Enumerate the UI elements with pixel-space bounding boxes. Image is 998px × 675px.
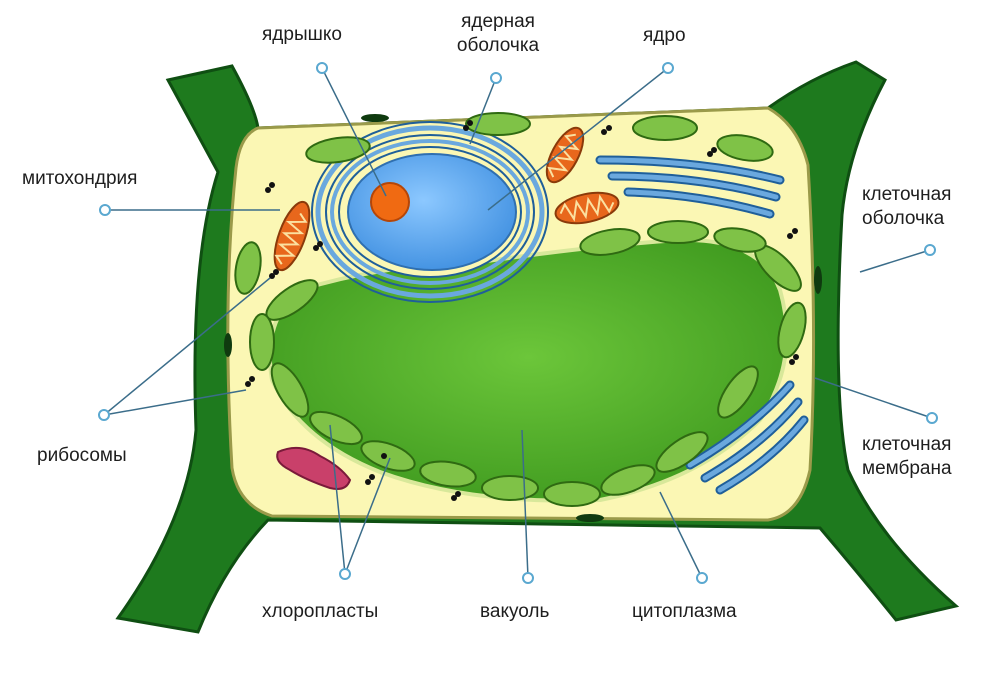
label-nuclear-envelope: ядерная оболочка bbox=[430, 10, 566, 58]
label-chloroplasts: хлоропласты bbox=[262, 601, 379, 622]
label-cell-membrane: клеточная мембрана bbox=[862, 433, 952, 481]
nucleus-group bbox=[311, 121, 549, 303]
ribosomes bbox=[245, 120, 799, 501]
label-cell-membrane-line1: клеточная bbox=[862, 434, 952, 455]
label-cell-wall-line2: оболочка bbox=[862, 208, 945, 229]
chloroplasts bbox=[234, 112, 807, 507]
label-cell-membrane-line2: мембрана bbox=[862, 458, 952, 479]
label-mitochondria: митохондрия bbox=[22, 168, 138, 189]
golgi-body bbox=[276, 446, 352, 490]
membrane-spots bbox=[224, 114, 822, 522]
label-cell-wall-line1: клеточная bbox=[862, 184, 952, 205]
er-bottom-right bbox=[685, 380, 809, 495]
label-vacuole: вакуоль bbox=[480, 601, 550, 622]
label-nuclear-envelope-line2: оболочка bbox=[456, 35, 540, 56]
label-nucleolus: ядрышко bbox=[262, 24, 342, 45]
pointer-dots bbox=[98, 62, 938, 584]
pointer-lines bbox=[103, 67, 933, 579]
er-top-right bbox=[595, 155, 785, 219]
label-cell-wall: клеточная оболочка bbox=[862, 183, 951, 231]
label-cytoplasm: цитоплазма bbox=[632, 601, 737, 622]
label-ribosomes: рибосомы bbox=[37, 445, 127, 466]
label-nuclear-envelope-line1: ядерная bbox=[461, 11, 535, 32]
label-nucleus: ядро bbox=[643, 25, 686, 46]
